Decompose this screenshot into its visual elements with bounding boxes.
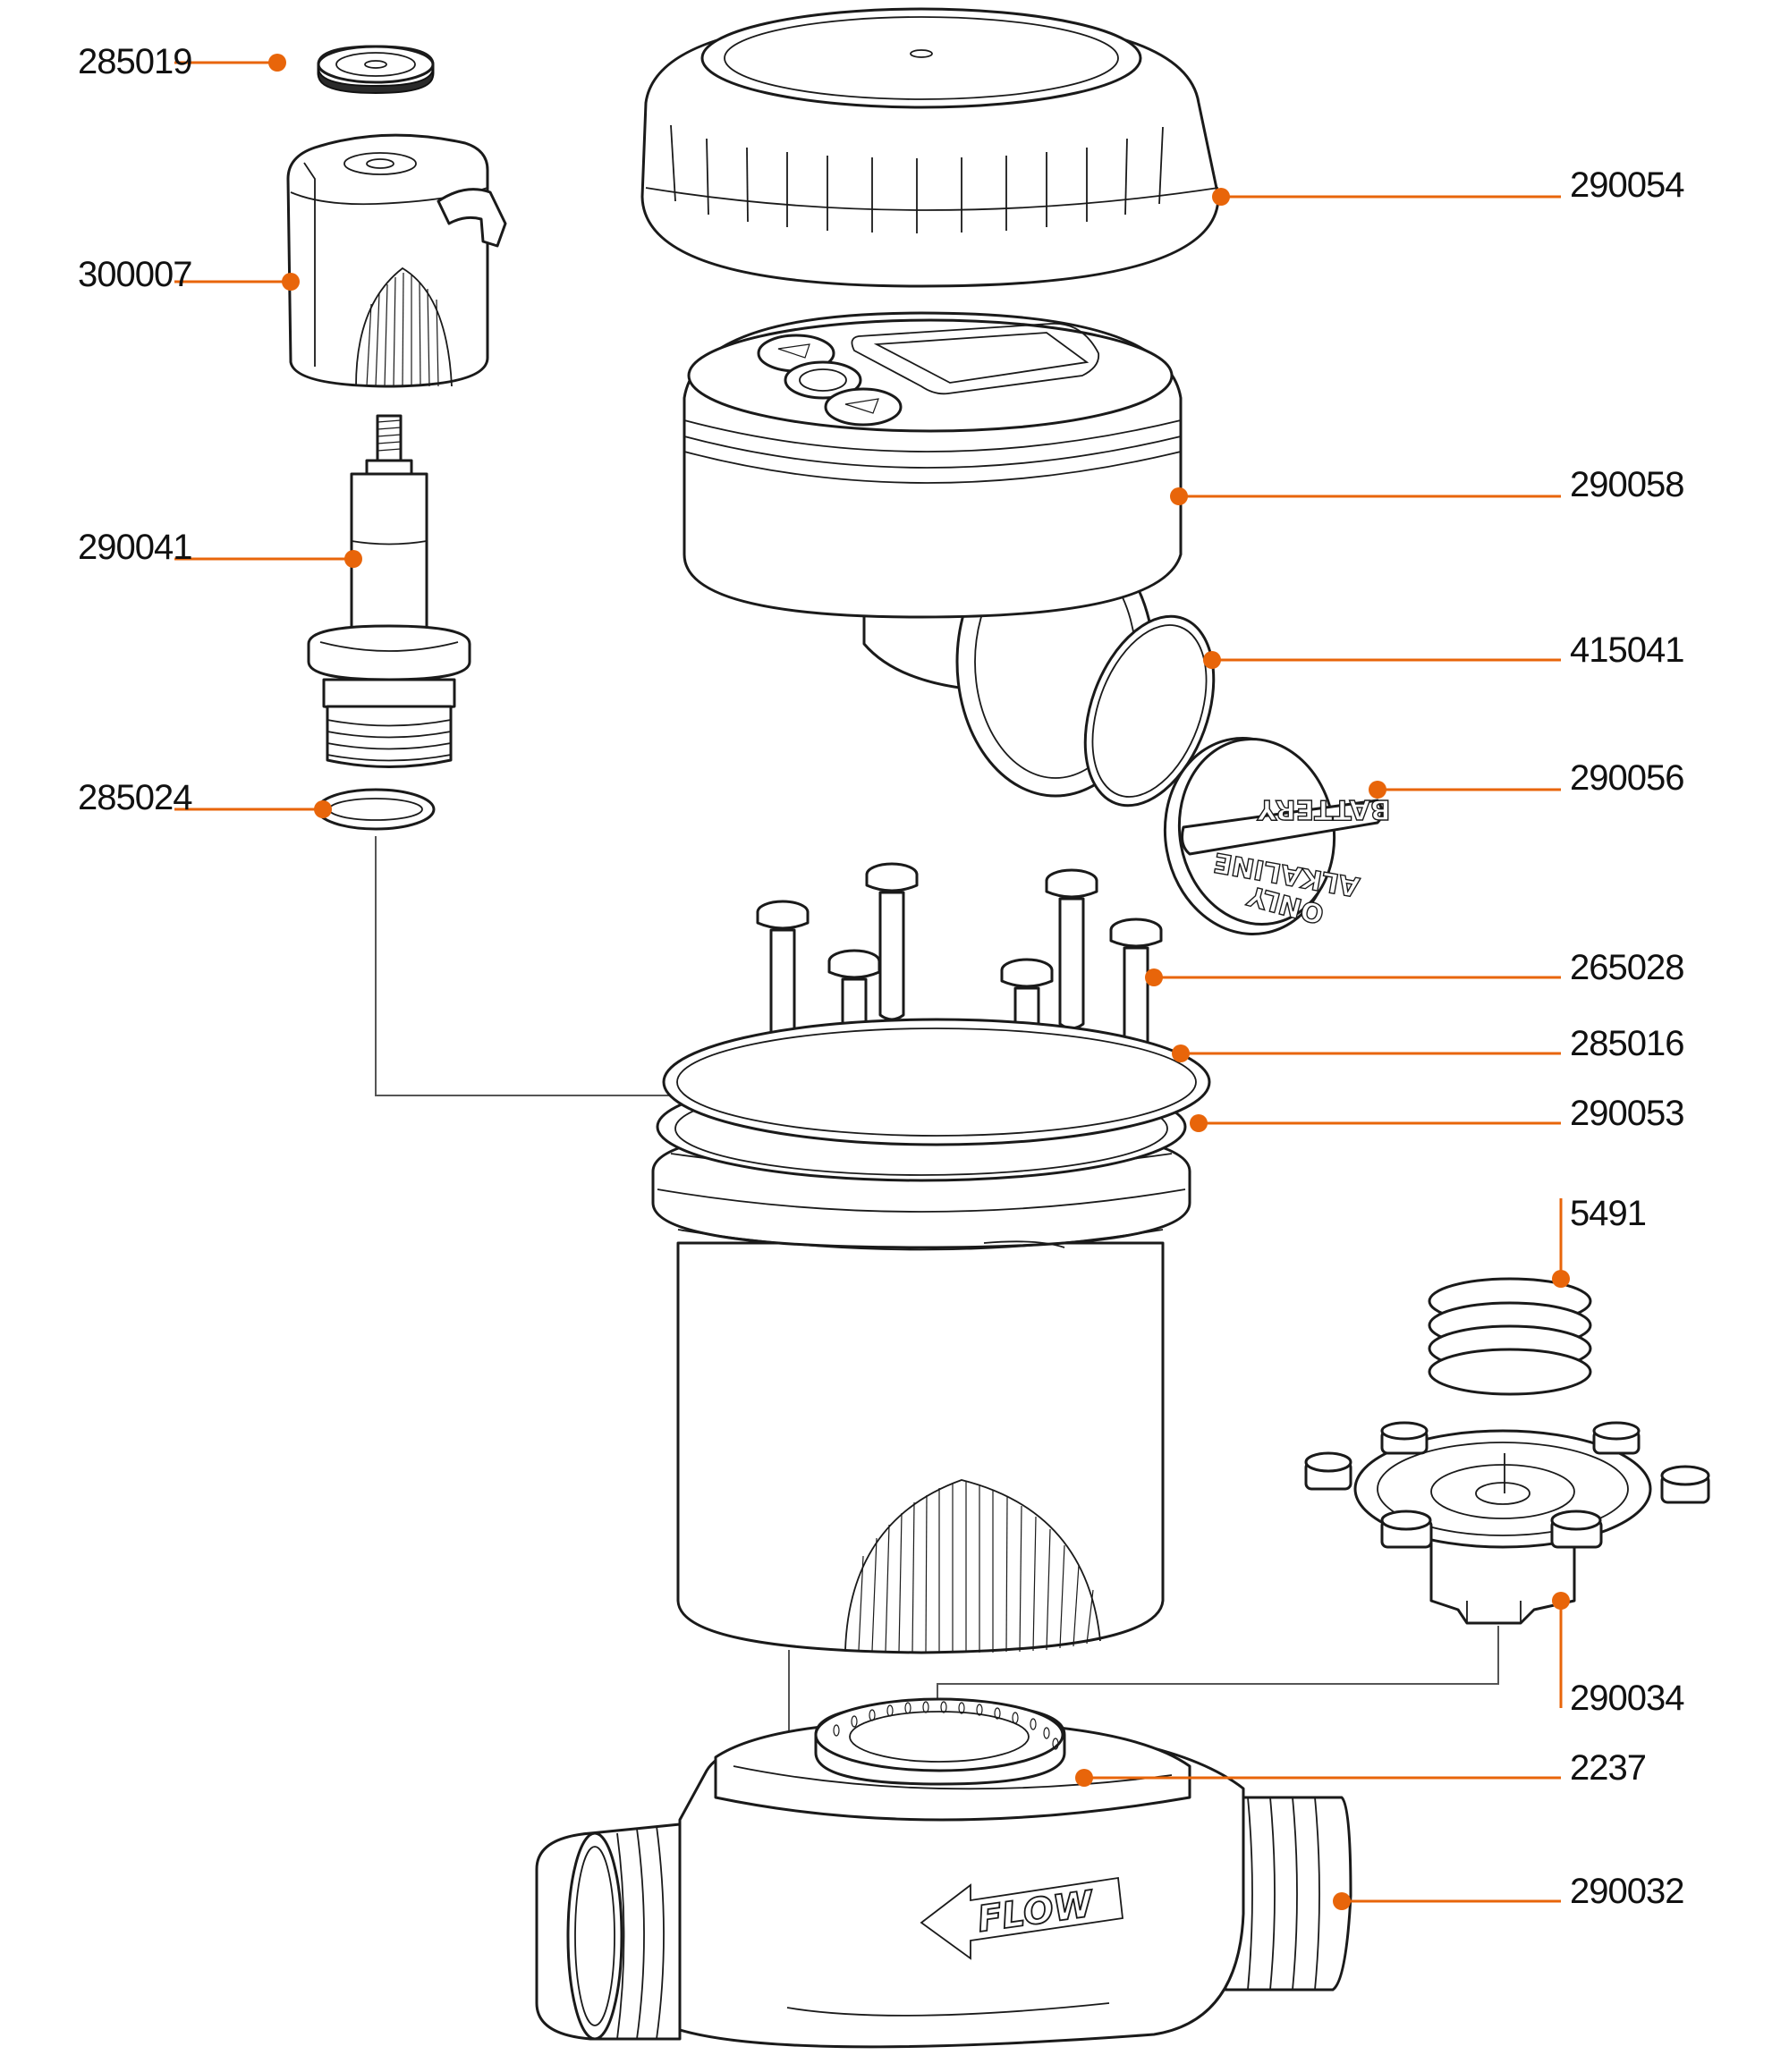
callout-dot-265028 <box>1145 968 1163 986</box>
label-285019: 285019 <box>78 42 191 81</box>
housing-grip-ridges-lower <box>858 1481 1094 1653</box>
callout-dot-290056 <box>1369 781 1386 799</box>
callout-dot-290032 <box>1333 1892 1351 1910</box>
label-300007: 300007 <box>78 255 191 294</box>
controller-button-down <box>824 387 903 427</box>
label-290058: 290058 <box>1570 465 1683 504</box>
battery-cap-text-battery: BATTERY <box>1256 793 1390 825</box>
diaphragm-lug <box>1380 1421 1429 1455</box>
callout-dot-290041 <box>344 550 362 568</box>
callout-dot-285016 <box>1172 1044 1190 1062</box>
label-415041: 415041 <box>1570 630 1683 670</box>
callout-dot-290034 <box>1552 1592 1570 1610</box>
part-battery-cap: BATTERY ALKALINE ONLY <box>1163 736 1391 936</box>
screw <box>756 900 810 1053</box>
callout-dot-285024 <box>314 800 332 818</box>
callout-dot-415041 <box>1203 651 1221 669</box>
part-knurled-cap <box>317 45 435 95</box>
diaphragm-lug <box>1550 1510 1603 1549</box>
label-290034: 290034 <box>1570 1679 1684 1718</box>
screw <box>1045 868 1098 1030</box>
part-housing-body <box>651 1071 1191 1654</box>
label-290056: 290056 <box>1570 758 1683 798</box>
label-5491: 5491 <box>1570 1194 1646 1233</box>
callout-leaders <box>174 54 1570 1910</box>
diaphragm-lug <box>1592 1421 1641 1455</box>
label-265028: 265028 <box>1570 948 1683 987</box>
controller-button-ok <box>784 360 862 400</box>
part-valve-body: FLOW <box>535 1697 1352 2049</box>
part-top-cover <box>640 7 1220 288</box>
diaphragm-lug <box>1380 1510 1433 1549</box>
part-diaphragm-assembly <box>1304 1421 1710 1625</box>
label-285016: 285016 <box>1570 1024 1683 1063</box>
callout-labels: 285019 300007 290041 285024 290054 29005… <box>78 42 1685 1911</box>
controller-lcd-screen <box>851 323 1100 395</box>
part-controller-unit <box>683 311 1183 798</box>
diaphragm-lug <box>1660 1465 1710 1504</box>
filter-ring-2237 <box>814 1697 1066 1786</box>
part-solenoid-housing <box>286 133 507 388</box>
callout-dot-5491 <box>1552 1270 1570 1288</box>
callout-dot-285019 <box>268 54 286 72</box>
label-2237: 2237 <box>1570 1748 1646 1788</box>
part-small-oring <box>316 788 436 831</box>
diaphragm-lug <box>1304 1451 1352 1491</box>
part-large-oring <box>662 1018 1211 1146</box>
callout-dot-290054 <box>1212 188 1230 206</box>
callout-dot-2237 <box>1075 1769 1093 1787</box>
part-solenoid-stem <box>307 414 471 768</box>
label-290032: 290032 <box>1570 1872 1683 1911</box>
part-battery-oring <box>1083 614 1216 808</box>
callout-dot-300007 <box>282 273 300 291</box>
callout-dot-290053 <box>1190 1114 1208 1132</box>
label-290041: 290041 <box>78 528 191 567</box>
label-290054: 290054 <box>1570 165 1684 205</box>
top-cover-grip-ridges <box>670 124 1164 233</box>
housing-grip-ridges <box>366 272 439 387</box>
label-290053: 290053 <box>1570 1094 1683 1133</box>
callout-dot-290058 <box>1170 487 1188 505</box>
label-285024: 285024 <box>78 778 192 817</box>
part-spring <box>1428 1277 1592 1396</box>
screw <box>865 862 919 1021</box>
